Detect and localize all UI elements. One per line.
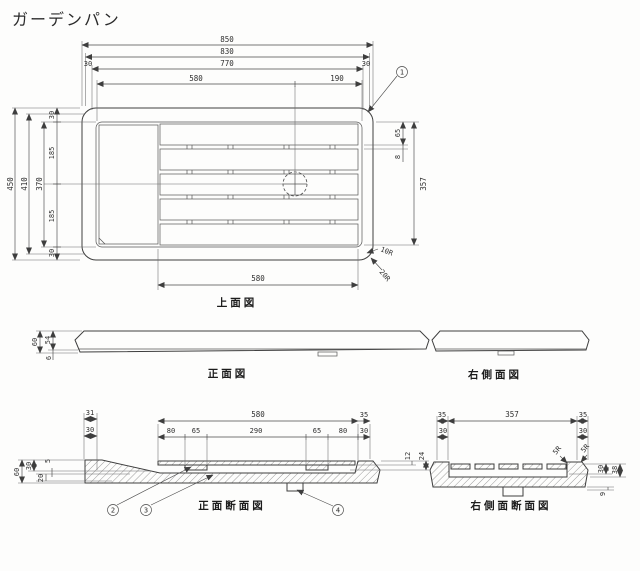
- dim-185-upper: 185: [48, 147, 56, 160]
- dim-30-rs-left: 30: [439, 427, 447, 435]
- dim-580-top: 580: [189, 74, 203, 83]
- dim-65-a: 65: [192, 427, 200, 435]
- callout-3-number: 3: [144, 507, 148, 515]
- dim-5r-left: 5R: [551, 444, 563, 456]
- dim-12: 12: [404, 452, 412, 460]
- front-view-dims: 60 54 6: [31, 330, 82, 360]
- dim-20: 20: [37, 474, 45, 482]
- dim-35-rs-right: 35: [579, 411, 587, 419]
- right-section-top-dims: 35 357 35 30 30: [436, 410, 589, 460]
- dim-410: 410: [20, 177, 29, 191]
- slat-notches: [186, 145, 336, 224]
- front-view-label: 正面図: [208, 368, 249, 380]
- dim-65: 65: [394, 129, 402, 137]
- front-section-label: 正面断面図: [198, 499, 266, 512]
- right-view-label: 右側面図: [467, 368, 522, 381]
- dim-185-lower: 185: [48, 210, 56, 223]
- dim-357: 357: [419, 177, 428, 191]
- top-view-bottom-dim: 580: [157, 249, 359, 290]
- dim-370: 370: [35, 177, 44, 191]
- dim-8: 8: [394, 155, 402, 159]
- callout-1: 1: [367, 66, 408, 113]
- callout-4-number: 4: [336, 507, 340, 515]
- right-section-deck-strips: [450, 463, 567, 470]
- right-view-tab: [497, 350, 515, 356]
- dim-edge-30-left: 30: [84, 60, 92, 68]
- dim-30-top: 30: [48, 111, 56, 119]
- dim-5r-right: 5R: [579, 442, 591, 454]
- dim-20r: 20R: [377, 268, 392, 283]
- top-view-height-dims: 450 410 370 30 185 185 30: [6, 107, 96, 261]
- front-section-pad-right: [305, 464, 329, 471]
- drawing-title: ガーデンパン: [12, 12, 121, 29]
- dim-65-b: 65: [313, 427, 321, 435]
- dim-24: 24: [418, 452, 426, 460]
- front-section-drain-tab: [286, 482, 304, 492]
- top-view-label: 上面図: [217, 296, 258, 309]
- dim-30-fs-left: 30: [86, 426, 94, 434]
- dim-35-fs: 35: [360, 411, 368, 419]
- front-section-top-dims: 31 30 580 35 80 65: [83, 409, 371, 470]
- right-section-drain-tab: [502, 486, 524, 497]
- front-section-body: [84, 459, 381, 484]
- right-section-label: 右側面断面図: [470, 499, 552, 512]
- top-view: 850 830 770 30 30 580 190: [6, 35, 428, 309]
- dim-31: 31: [86, 409, 94, 417]
- dim-580-fs: 580: [251, 410, 265, 419]
- dim-5: 5: [44, 459, 52, 463]
- dim-30-fs-side: 30: [25, 462, 33, 470]
- dim-290: 290: [250, 427, 263, 435]
- top-view-right-dims: 65 8 357: [364, 121, 428, 246]
- callout-2: 2: [107, 466, 192, 516]
- callout-3: 3: [140, 474, 214, 516]
- dim-190: 190: [330, 74, 344, 83]
- dim-30-fs-right: 30: [360, 427, 368, 435]
- callout-2-number: 2: [111, 507, 115, 515]
- drain-hole: [44, 86, 308, 197]
- dim-30-rs-v: 30: [597, 465, 605, 473]
- dim-80-a: 80: [167, 427, 175, 435]
- slat-grating: [159, 123, 359, 246]
- dim-357-rs: 357: [505, 410, 519, 419]
- right-side-section: 35 357 35 30 30 5R 5R: [429, 410, 626, 512]
- front-section-pad-left: [184, 464, 208, 471]
- dim-30-bottom: 30: [48, 249, 56, 257]
- callout-1-number: 1: [400, 69, 404, 77]
- dim-35-rs-left: 35: [438, 411, 446, 419]
- dim-830: 830: [220, 47, 234, 56]
- front-section: 31 30 580 35 80 65: [13, 409, 429, 516]
- dim-54: 54: [44, 336, 52, 344]
- corner-radius-labels: 10R 20R: [366, 245, 395, 284]
- right-side-view: 右側面図: [431, 330, 590, 381]
- front-section-left-dims: 60 30 5 20: [13, 459, 152, 484]
- dim-38: 38: [611, 466, 619, 474]
- dim-10r: 10R: [379, 245, 394, 257]
- right-section-radius-labels: 5R 5R: [551, 442, 591, 464]
- front-view: 60 54 6 正面図: [31, 330, 430, 380]
- dim-580-bottom: 580: [251, 274, 265, 283]
- pan-inner-wall: [95, 121, 363, 248]
- dim-9: 9: [599, 492, 607, 496]
- dim-80-b: 80: [339, 427, 347, 435]
- dim-6: 6: [45, 356, 53, 360]
- top-view-width-dims: 850 830 770 30 30 580 190: [81, 35, 374, 121]
- dim-edge-30-right: 30: [362, 60, 370, 68]
- dim-450: 450: [6, 177, 15, 191]
- dim-30-rs-right: 30: [579, 427, 587, 435]
- right-view-body: [431, 330, 590, 352]
- dim-60-fs: 60: [13, 468, 21, 476]
- dim-850: 850: [220, 35, 234, 44]
- left-deck-area: [98, 124, 159, 245]
- dim-770: 770: [220, 59, 234, 68]
- front-section-right-dims: 12 24: [350, 452, 429, 471]
- front-view-tab: [317, 351, 338, 357]
- callout-4: 4: [296, 489, 344, 516]
- right-section-right-dims: 30 38 9: [569, 463, 626, 496]
- dim-60-front: 60: [31, 338, 39, 346]
- front-section-deck: [157, 460, 356, 466]
